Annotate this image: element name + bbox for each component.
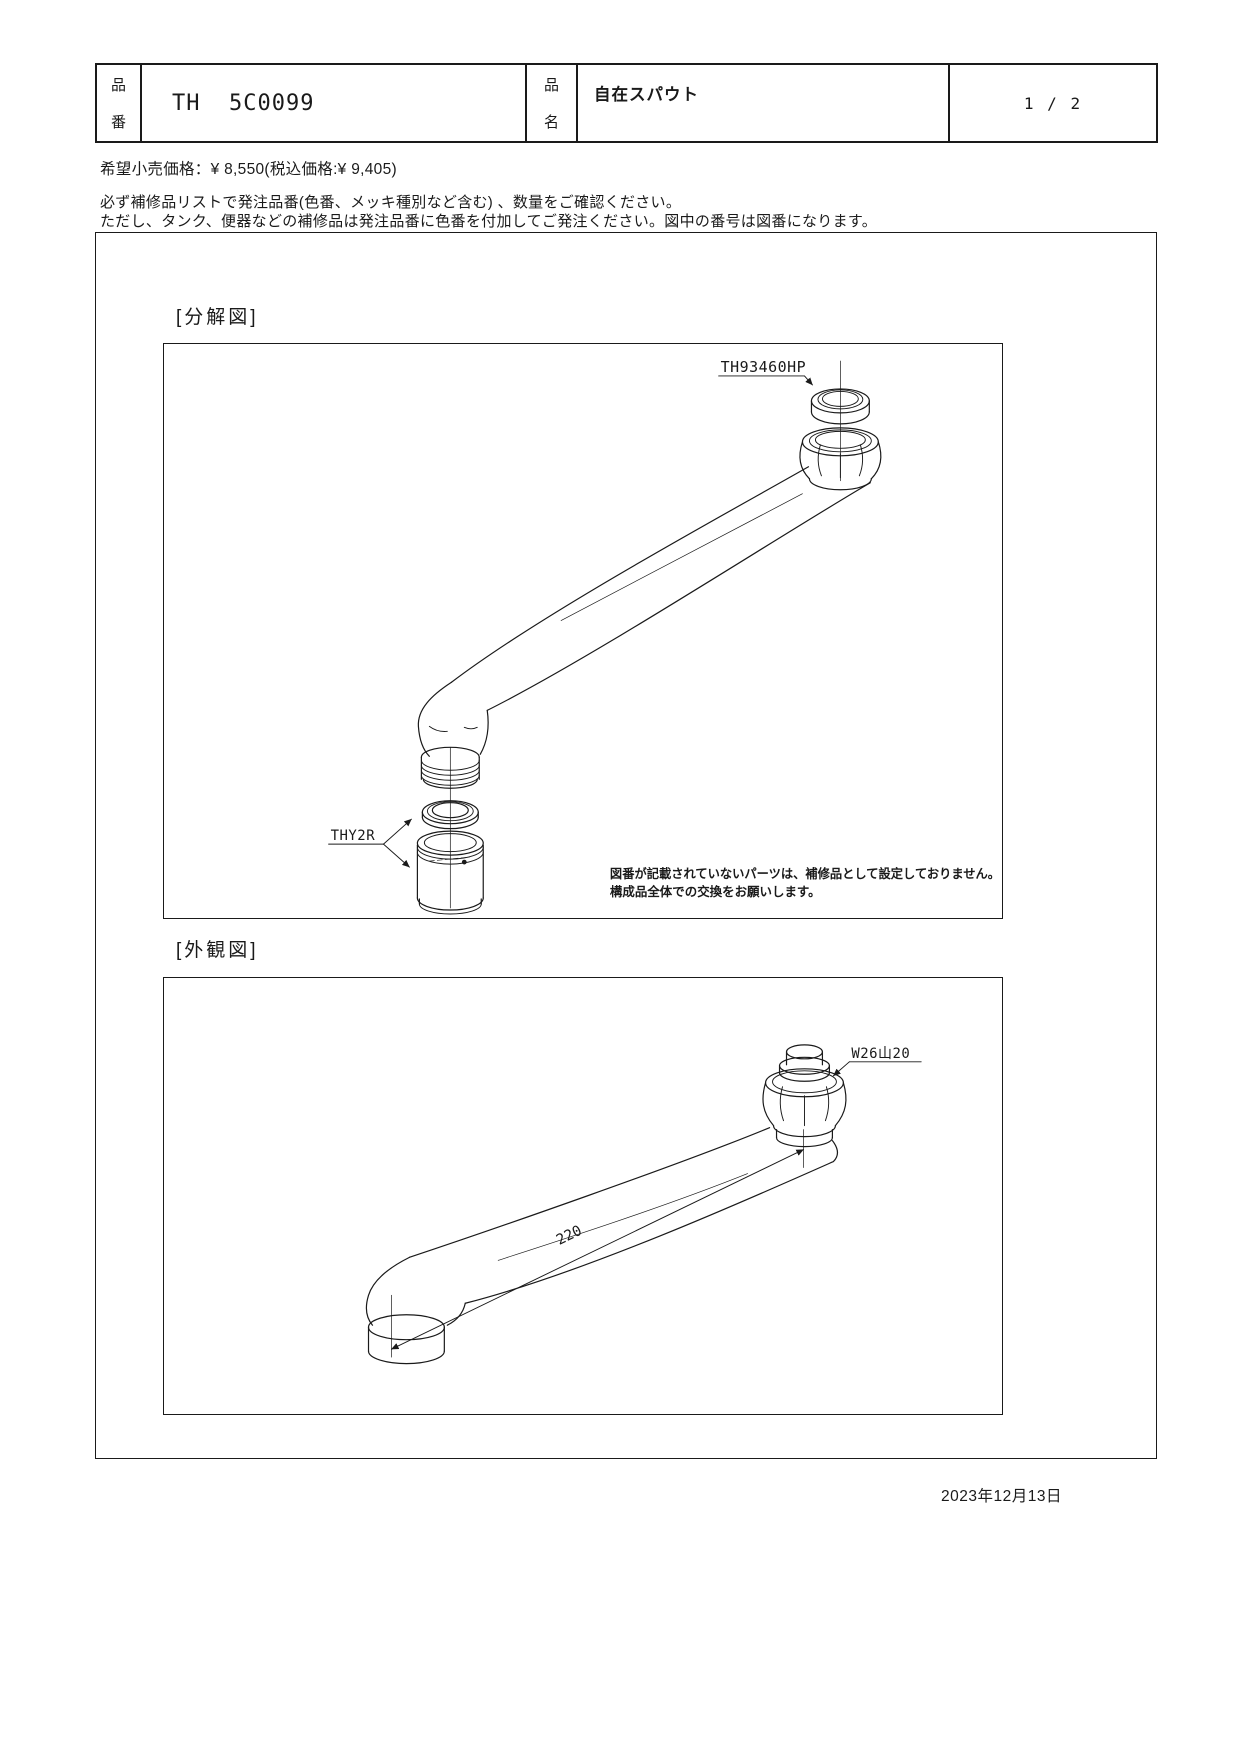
spout-body-drawing	[417, 466, 871, 757]
part-name-label: 品 名	[527, 65, 578, 141]
outline-view-drawing: W26山20 220	[365, 1044, 922, 1365]
aerator-label-group: THY2R	[328, 818, 412, 868]
part-number-label-char2: 番	[110, 114, 126, 131]
thread-spec-label: W26山20	[851, 1046, 910, 1062]
thread-spec-label-group: W26山20	[832, 1046, 922, 1077]
header-table: 品 番 TH 5C0099 品 名 自在スパウト 1 / 2	[95, 63, 1158, 143]
aerator-drawing	[416, 830, 484, 915]
packing-ring-drawing	[810, 388, 870, 425]
part-name-value: 自在スパウト	[578, 65, 950, 141]
exploded-view-box: TH93460HP THY2R 図番が記載されていないパーツは、補修品として設定…	[163, 343, 1003, 919]
o-ring-drawing	[421, 800, 479, 830]
dimension-label: 220	[554, 1223, 584, 1249]
outline-view-box: W26山20 220	[163, 977, 1003, 1415]
retail-price-line: 希望小売価格：¥ 8,550(税込価格:¥ 9,405)	[100, 161, 397, 178]
part-number-label-char1: 品	[110, 77, 126, 94]
page-indicator: 1 / 2	[1023, 93, 1083, 113]
part-number-label: 品 番	[97, 65, 142, 141]
spout-note: 図番が記載されていないパーツは、補修品として設定しておりません。 構成品全体での…	[610, 866, 1000, 899]
outline-view-title: [外観図]	[176, 940, 259, 961]
part-name-label-char2: 名	[543, 114, 559, 131]
centerlines	[449, 360, 841, 909]
part-label-th93460hp: TH93460HP	[721, 358, 806, 376]
part-number-value: TH 5C0099	[142, 65, 527, 141]
spout-note-line1: 図番が記載されていないパーツは、補修品として設定しておりません。	[610, 866, 1000, 881]
spout-note-line2: 構成品全体での交換をお願いします。	[610, 884, 821, 899]
outline-nut-drawing	[762, 1044, 847, 1148]
exploded-view-title: [分解図]	[176, 307, 259, 328]
document-date: 2023年12月13日	[941, 1488, 1062, 1505]
packing-label-group: TH93460HP	[718, 358, 813, 386]
aerator-detail-dot	[461, 859, 467, 865]
order-notice-line1: 必ず補修品リストで発注品番(色番、メッキ種別など含む) 、数量をご確認ください。	[100, 194, 682, 211]
part-label-thy2r: THY2R	[331, 828, 376, 844]
exploded-view-drawing: TH93460HP THY2R 図番が記載されていないパーツは、補修品として設定…	[328, 358, 1000, 915]
order-notice-line2: ただし、タンク、便器などの補修品は発注品番に色番を付加してご発注ください。図中の…	[100, 213, 878, 230]
part-name-label-char1: 品	[543, 77, 559, 94]
dimension-group: 220	[390, 1129, 804, 1358]
outline-spout-drawing	[365, 1127, 838, 1365]
outlet-threads-drawing	[420, 746, 480, 789]
